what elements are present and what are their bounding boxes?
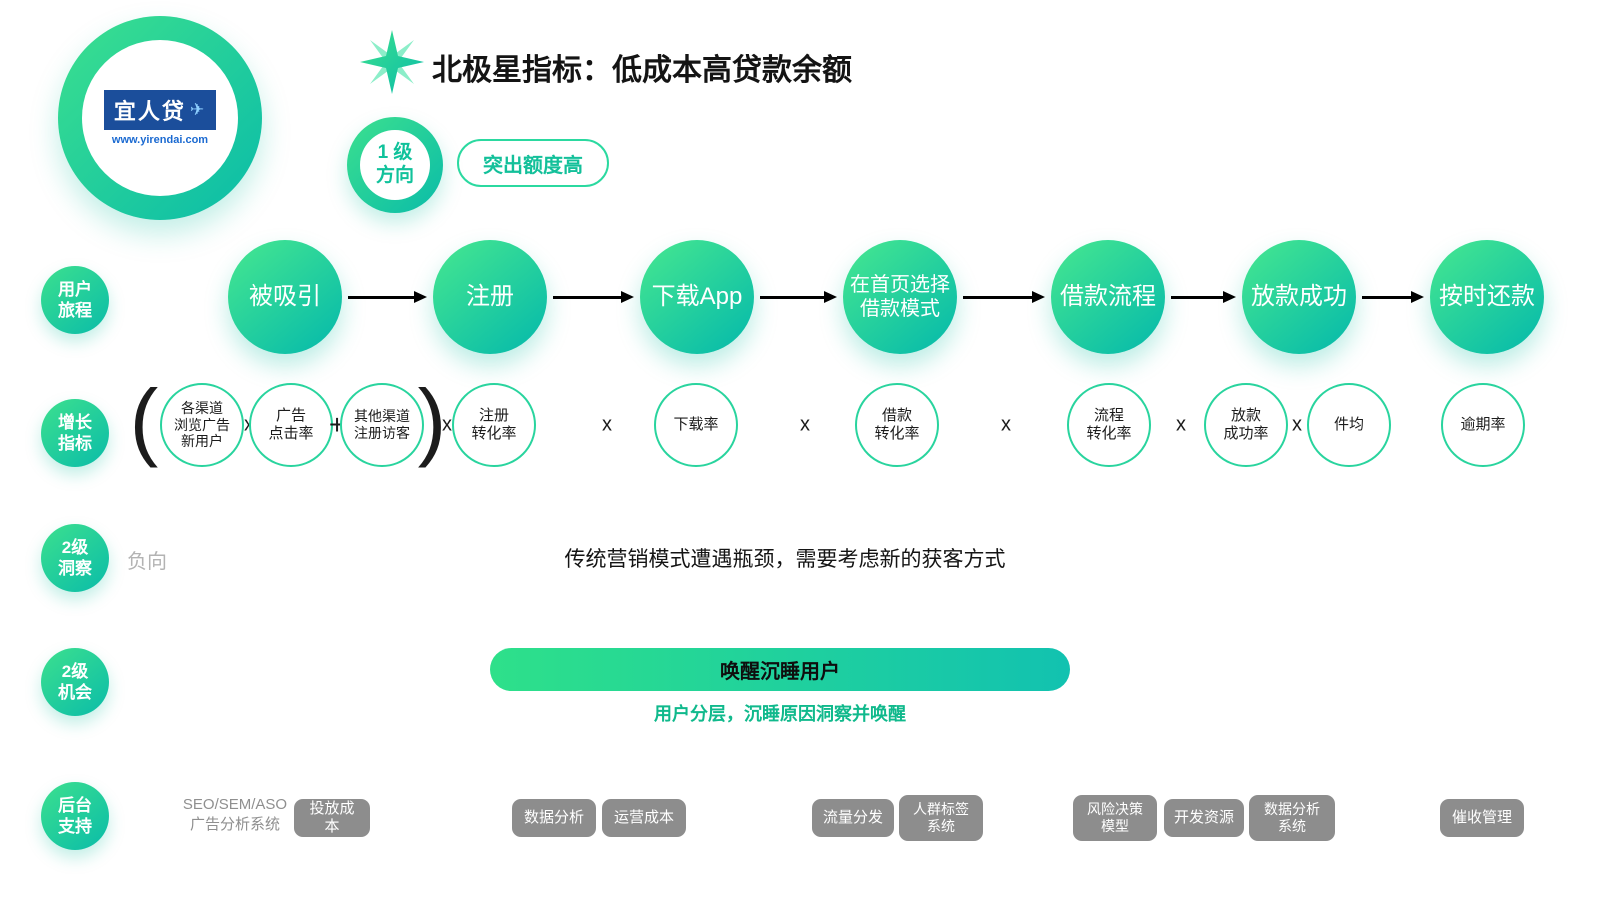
opportunity-pill-wake-dormant-users: 唤醒沉睡用户 xyxy=(490,648,1070,691)
formula-multiply: x xyxy=(1176,413,1186,436)
metric-register-conversion: 注册 转化率 xyxy=(452,383,536,467)
row-label-backend-support: 后台 支持 xyxy=(41,782,109,850)
logo-wordmark: 宜人贷 ✈ xyxy=(103,90,217,130)
journey-arrow xyxy=(760,291,837,303)
metric-avg-ticket: 件均 xyxy=(1307,383,1391,467)
logo-site-url: www.yirendai.com xyxy=(111,134,209,146)
support-item-risk-decision-model: 风险决策 模型 xyxy=(1073,795,1157,841)
row-label-level2-opportunity: 2级 机会 xyxy=(41,648,109,716)
journey-arrow xyxy=(1171,291,1236,303)
metric-process-conversion: 流程 转化率 xyxy=(1067,383,1151,467)
row-label-level2-insight: 2级 洞察 xyxy=(41,524,109,592)
highlight-quota-pill: 突出额度高 xyxy=(457,139,609,187)
journey-step-choose-loan-mode: 在首页选择 借款模式 xyxy=(843,240,957,354)
formula-multiply: x xyxy=(1001,413,1011,436)
logo-text: 宜人贷 xyxy=(113,99,186,124)
metric-channel-ad-new-users: 各渠道 浏览广告 新用户 xyxy=(160,383,244,467)
formula-multiply: x xyxy=(800,413,810,436)
journey-arrow xyxy=(348,291,427,303)
formula-multiply: x xyxy=(442,413,452,436)
journey-arrow xyxy=(1362,291,1424,303)
formula-multiply: x xyxy=(1292,413,1302,436)
journey-step-download-app: 下载App xyxy=(640,240,754,354)
journey-step-register: 注册 xyxy=(433,240,547,354)
support-item-data-analysis: 数据分析 xyxy=(512,799,596,837)
support-item-user-tag-system: 人群标签 系统 xyxy=(899,795,983,841)
journey-arrow xyxy=(553,291,634,303)
support-item-dev-resources: 开发资源 xyxy=(1164,799,1244,837)
metric-overdue-rate: 逾期率 xyxy=(1441,383,1525,467)
support-item-data-analysis-system: 数据分析 系统 xyxy=(1249,795,1335,841)
support-item-seo-sem-aso: SEO/SEM/ASO 广告分析系统 xyxy=(182,796,288,833)
insight-text: 传统营销模式遭遇瓶颈，需要考虑新的获客方式 xyxy=(564,548,1006,571)
metric-ad-click-rate: 广告 点击率 xyxy=(249,383,333,467)
support-item-collection-mgmt: 催收管理 xyxy=(1440,799,1524,837)
support-item-traffic-distribution: 流量分发 xyxy=(812,799,894,837)
journey-step-attracted: 被吸引 xyxy=(228,240,342,354)
level1-direction-badge: 1 级 方向 xyxy=(347,117,443,213)
formula-paren-close: ) xyxy=(417,372,447,469)
page-title: 北极星指标：低成本高贷款余额 xyxy=(432,54,852,87)
metric-other-channel-visitors: 其他渠道 注册访客 xyxy=(340,383,424,467)
journey-step-loan-process: 借款流程 xyxy=(1051,240,1165,354)
row-label-growth-metrics: 增长 指标 xyxy=(41,399,109,467)
yirendai-logo: 宜人贷 ✈ www.yirendai.com xyxy=(58,16,262,220)
journey-arrow xyxy=(963,291,1045,303)
metric-loan-conversion: 借款 转化率 xyxy=(855,383,939,467)
metric-download-rate: 下载率 xyxy=(654,383,738,467)
logo-inner-circle: 宜人贷 ✈ www.yirendai.com xyxy=(82,40,238,196)
row-label-user-journey: 用户 旅程 xyxy=(41,266,109,334)
support-item-ad-spend: 投放成本 xyxy=(294,799,370,837)
metric-grant-success-rate: 放款 成功率 xyxy=(1204,383,1288,467)
support-item-ops-cost: 运营成本 xyxy=(602,799,686,837)
paper-plane-icon: ✈ xyxy=(189,100,207,119)
journey-step-loan-granted: 放款成功 xyxy=(1242,240,1356,354)
level1-direction-label: 1 级 方向 xyxy=(360,130,430,200)
insight-negative-note: 负向 xyxy=(127,551,167,573)
opportunity-subtitle: 用户分层，沉睡原因洞察并唤醒 xyxy=(654,704,906,724)
north-star-icon xyxy=(360,30,424,94)
formula-paren-open: ( xyxy=(129,372,159,469)
journey-step-repay-on-time: 按时还款 xyxy=(1430,240,1544,354)
formula-multiply: x xyxy=(602,413,612,436)
